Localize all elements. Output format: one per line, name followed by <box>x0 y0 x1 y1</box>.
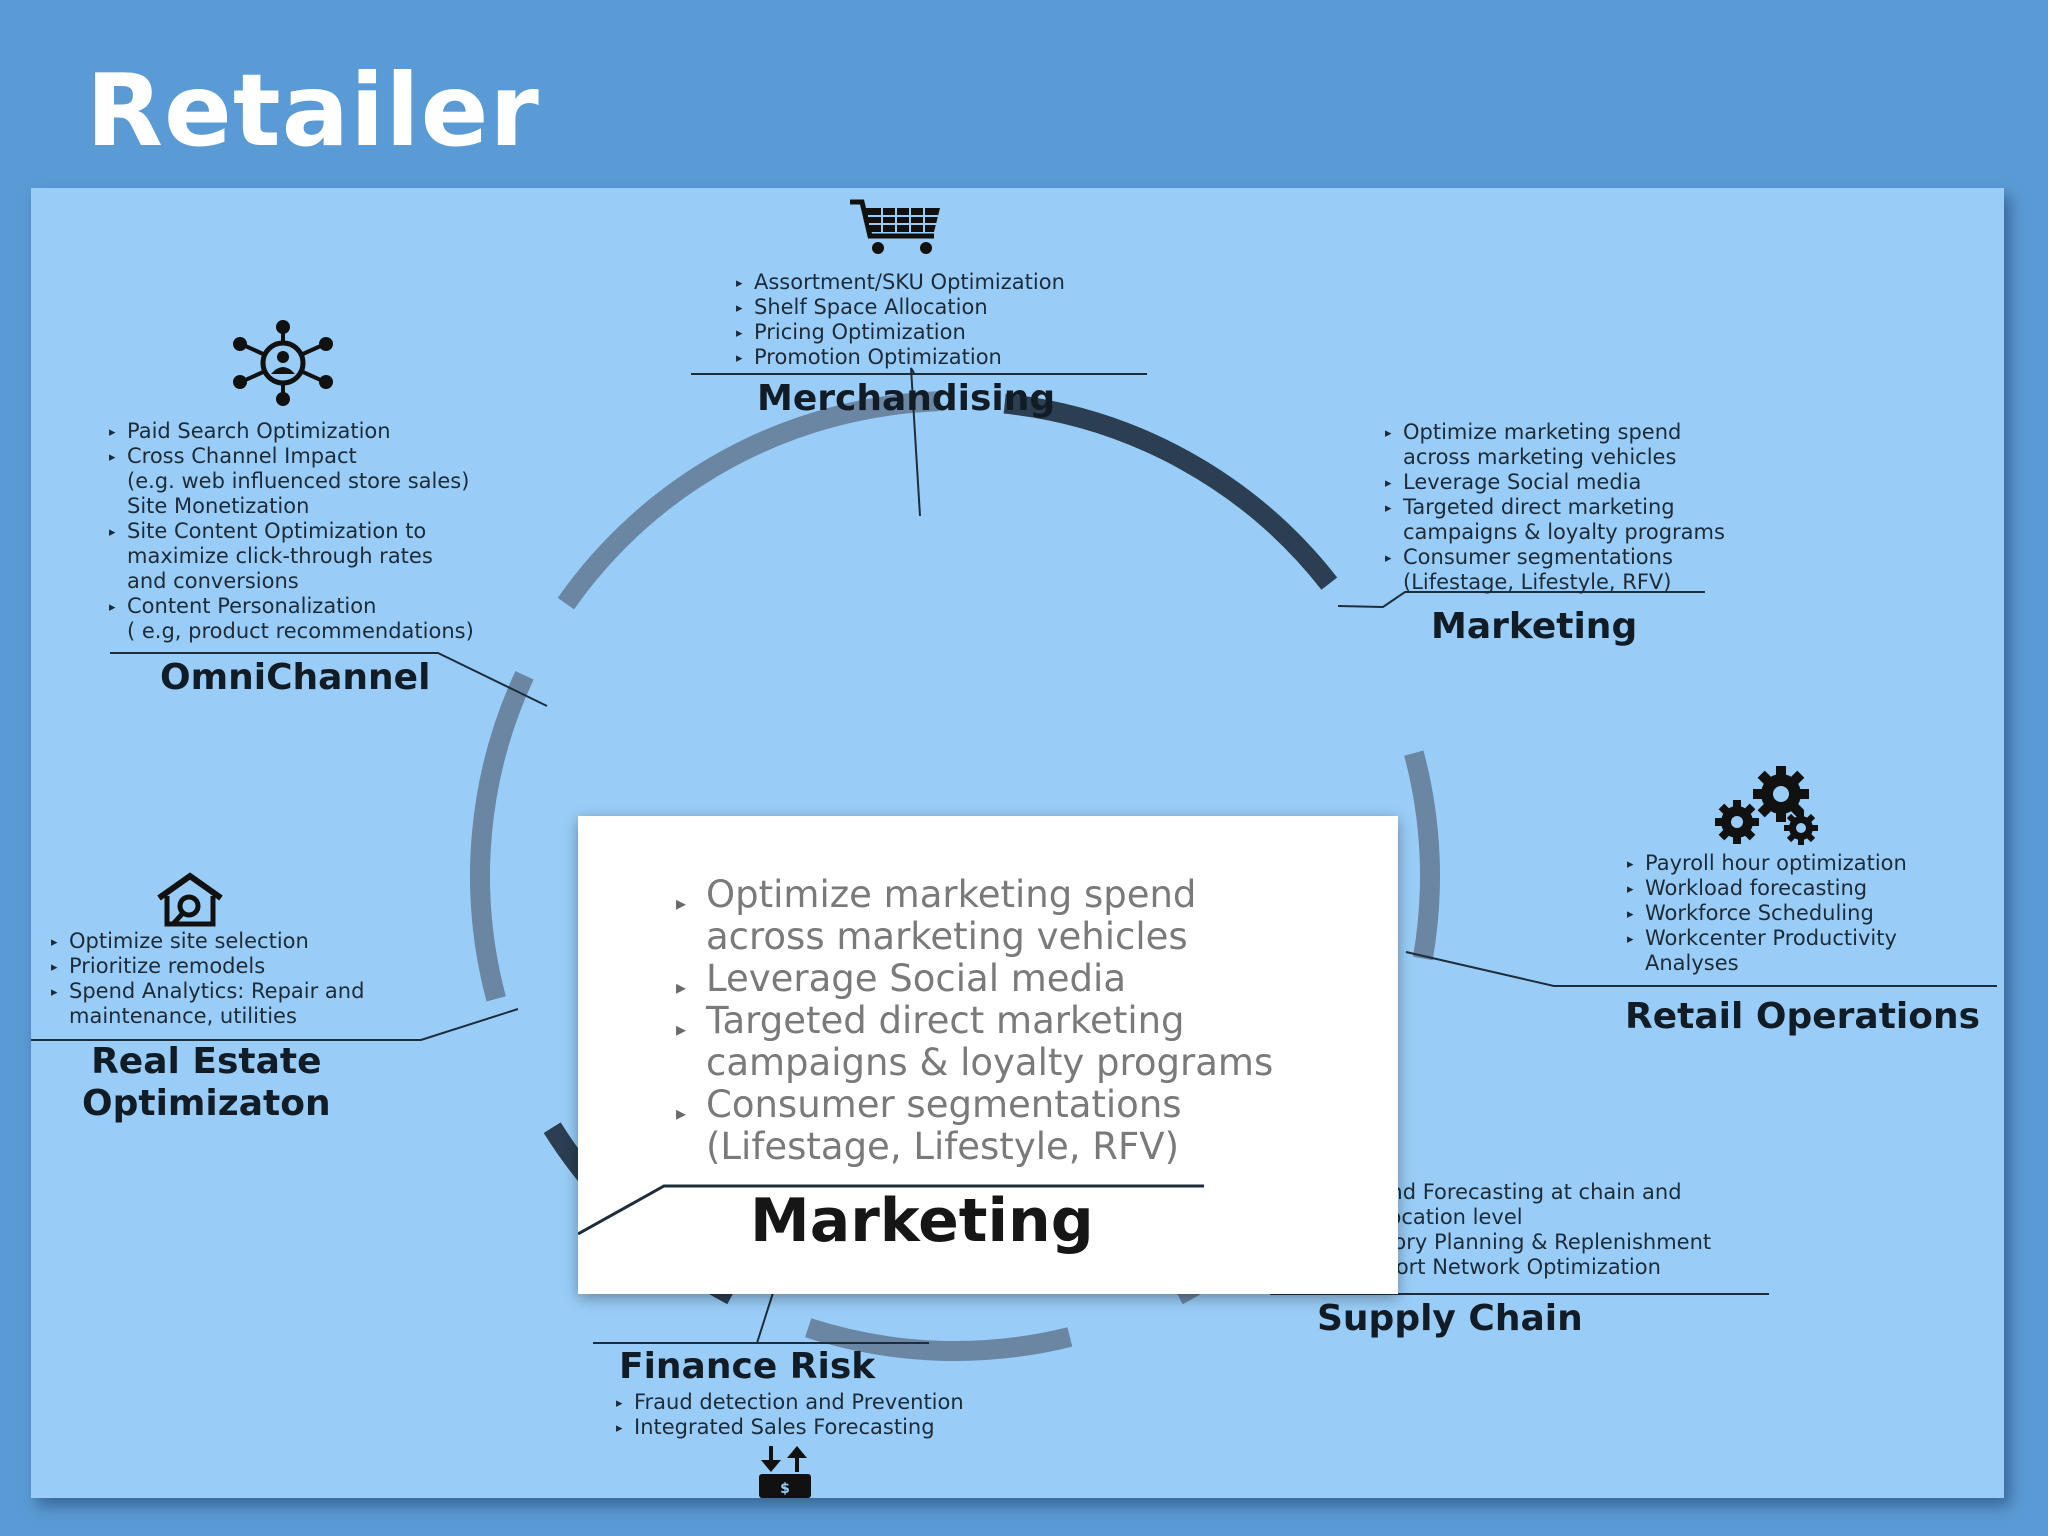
list-item: Optimize marketing spend across marketin… <box>1385 420 1725 470</box>
list-item: Shelf Space Allocation <box>736 295 1065 321</box>
list-item: Targeted direct marketing campaigns & lo… <box>676 1000 1273 1084</box>
real-estate-list: Optimize site selection Prioritize remod… <box>51 929 364 1029</box>
supply-chain-heading: Supply Chain <box>1317 1298 1583 1339</box>
finance-risk-heading: Finance Risk <box>619 1346 876 1387</box>
connector-real-estate <box>31 1008 519 1041</box>
list-item: Payroll hour optimization <box>1627 851 1907 877</box>
diagram-panel: Assortment/SKU Optimization Shelf Space … <box>31 188 2004 1498</box>
connector-retail-operations <box>1405 951 1997 987</box>
ring-segment-marketing <box>1003 393 1338 590</box>
list-item: Optimize marketing spend across marketin… <box>676 874 1273 958</box>
network-hub-icon <box>233 320 333 406</box>
list-item: Integrated Sales Forecasting <box>616 1415 964 1441</box>
house-search-icon <box>157 872 223 927</box>
svg-text:$: $ <box>780 1481 790 1497</box>
list-item: Targeted direct marketing campaigns & lo… <box>1385 495 1725 545</box>
list-item: Leverage Social media <box>676 958 1273 1009</box>
list-item: Promotion Optimization <box>736 345 1065 371</box>
marketing-list: Optimize marketing spend across marketin… <box>1385 420 1725 595</box>
list-item: Content Personalization ( e.g, product r… <box>109 594 474 644</box>
retail-operations-heading: Retail Operations <box>1625 996 1981 1037</box>
list-item: Leverage Social media <box>1385 470 1725 496</box>
list-item: Fraud detection and Prevention <box>616 1390 964 1416</box>
merchandising-list: Assortment/SKU Optimization Shelf Space … <box>736 270 1065 371</box>
list-item: Workforce Scheduling <box>1627 901 1907 927</box>
omnichannel-list: Paid Search Optimization Cross Channel I… <box>109 419 474 644</box>
gears-icon <box>1715 766 1818 845</box>
page-title: Retailer <box>86 52 540 169</box>
ring-segment-omnichannel <box>470 671 534 1002</box>
popup-marketing-heading: Marketing <box>750 1186 1094 1256</box>
list-item: Assortment/SKU Optimization <box>736 270 1065 296</box>
marketing-heading: Marketing <box>1431 606 1638 647</box>
ring-segment-merchandising <box>557 391 939 610</box>
finance-risk-list: Fraud detection and Prevention Integrate… <box>616 1390 964 1441</box>
list-item: Consumer segmentations (Lifestage, Lifes… <box>1385 545 1725 595</box>
ring-segment-retail-operations <box>1404 750 1440 961</box>
list-item: Consumer segmentations (Lifestage, Lifes… <box>676 1084 1273 1168</box>
omnichannel-heading: OmniChannel <box>160 657 431 698</box>
popup-marketing-list: Optimize marketing spend across marketin… <box>676 874 1273 1168</box>
merchandising-heading: Merchandising <box>757 378 1056 419</box>
list-item: Prioritize remodels <box>51 954 364 980</box>
list-item: Paid Search Optimization <box>109 419 474 445</box>
list-item: Cross Channel Impact (e.g. web influence… <box>109 444 474 519</box>
list-item: Site Content Optimization to maximize cl… <box>109 519 474 594</box>
marketing-popup-card: Optimize marketing spend across marketin… <box>578 816 1398 1294</box>
list-item: Workload forecasting <box>1627 876 1907 902</box>
list-item: Spend Analytics: Repair and maintenance,… <box>51 979 364 1029</box>
popup-connector <box>578 1184 1204 1236</box>
money-flow-icon: $ <box>759 1446 811 1498</box>
connector-omnichannel <box>110 652 548 707</box>
list-item: Workcenter Productivity Analyses <box>1627 926 1907 976</box>
retail-operations-list: Payroll hour optimization Workload forec… <box>1627 851 1907 976</box>
ring-segment-finance-risk <box>805 1318 1073 1361</box>
list-item: Pricing Optimization <box>736 320 1065 346</box>
shopping-cart-icon <box>850 199 940 254</box>
list-item: Optimize site selection <box>51 929 364 955</box>
real-estate-heading: Real Estate Optimizaton <box>82 1041 331 1124</box>
